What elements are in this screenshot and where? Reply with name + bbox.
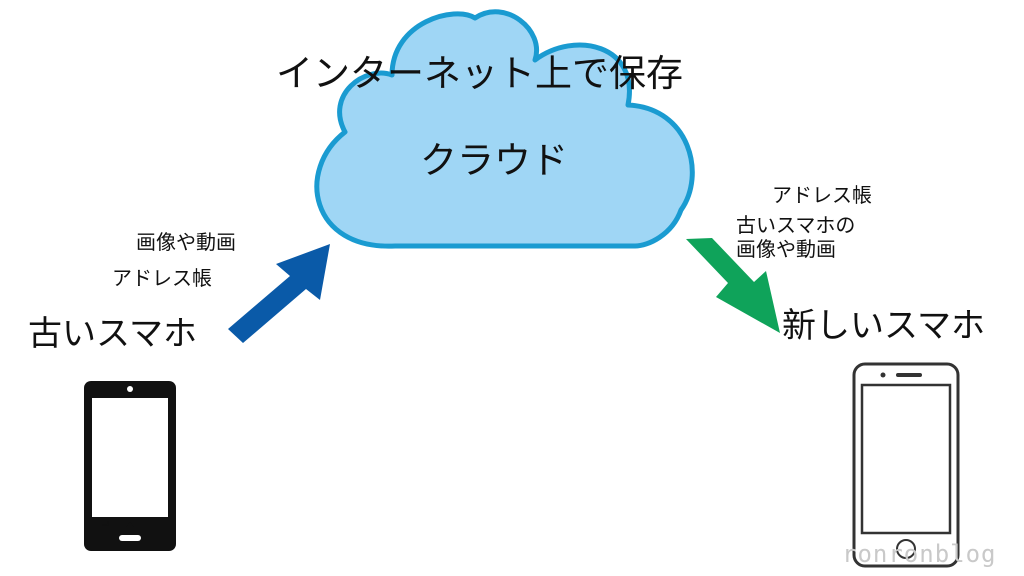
upload-label-line1: 画像や動画 [136,230,236,254]
new-phone-icon [852,362,960,568]
cloud-caption: インターネット上で保存 [276,52,683,95]
old-phone-label: 古いスマホ [28,314,197,354]
download-label-line1: アドレス帳 [772,183,872,207]
upload-label-line2: アドレス帳 [112,266,212,290]
upload-arrow [228,244,330,343]
download-label-line3: 画像や動画 [736,237,836,261]
new-phone-label: 新しいスマホ [782,306,985,346]
cloud-label: クラウド [420,139,568,182]
download-label-line2: 古いスマホの [736,213,856,237]
cloud-icon [314,9,695,249]
download-arrow [686,238,780,333]
watermark: ronronblog [842,540,997,568]
old-phone-icon [84,381,176,551]
